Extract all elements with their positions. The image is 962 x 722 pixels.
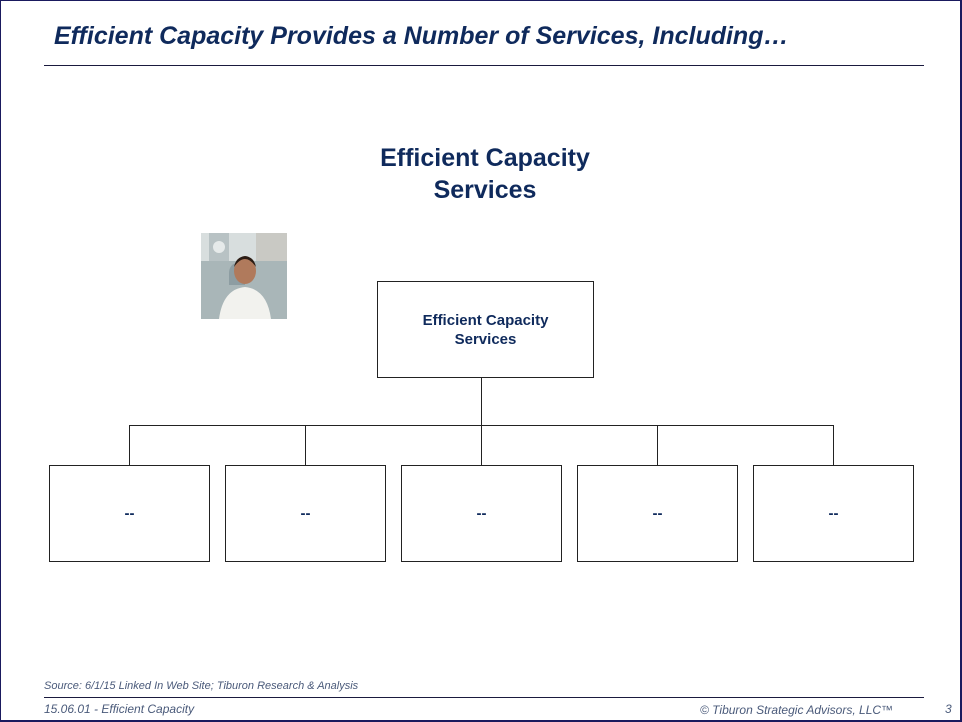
footer-divider <box>44 697 924 698</box>
org-child-box: -- <box>49 465 210 562</box>
heading-line-2: Services <box>433 176 537 204</box>
connector-child-2 <box>305 425 306 465</box>
connector-child-1 <box>129 425 130 465</box>
connector-child-3 <box>481 425 482 465</box>
org-child-box: -- <box>401 465 562 562</box>
org-child-box: -- <box>753 465 914 562</box>
source-note: Source: 6/1/15 Linked In Web Site; Tibur… <box>44 680 359 692</box>
document-id: 15.06.01 - Efficient Capacity <box>44 702 195 716</box>
title-divider <box>44 65 924 66</box>
connector-child-5 <box>833 425 834 465</box>
connector-child-4 <box>657 425 658 465</box>
heading-line-1: Efficient Capacity <box>380 144 590 172</box>
copyright: © Tiburon Strategic Advisors, LLC™ <box>700 703 894 717</box>
connector-root <box>481 378 482 425</box>
org-child-box: -- <box>577 465 738 562</box>
org-child-box: -- <box>225 465 386 562</box>
profile-photo <box>201 233 287 319</box>
slide-title: Efficient Capacity Provides a Number of … <box>54 22 789 50</box>
page-number: 3 <box>945 702 952 716</box>
org-root-line-1: Efficient Capacity <box>422 311 549 329</box>
org-root-box: Efficient Capacity Services <box>377 281 594 378</box>
section-heading: Efficient Capacity Services <box>330 142 640 206</box>
org-root-line-2: Services <box>454 330 517 348</box>
